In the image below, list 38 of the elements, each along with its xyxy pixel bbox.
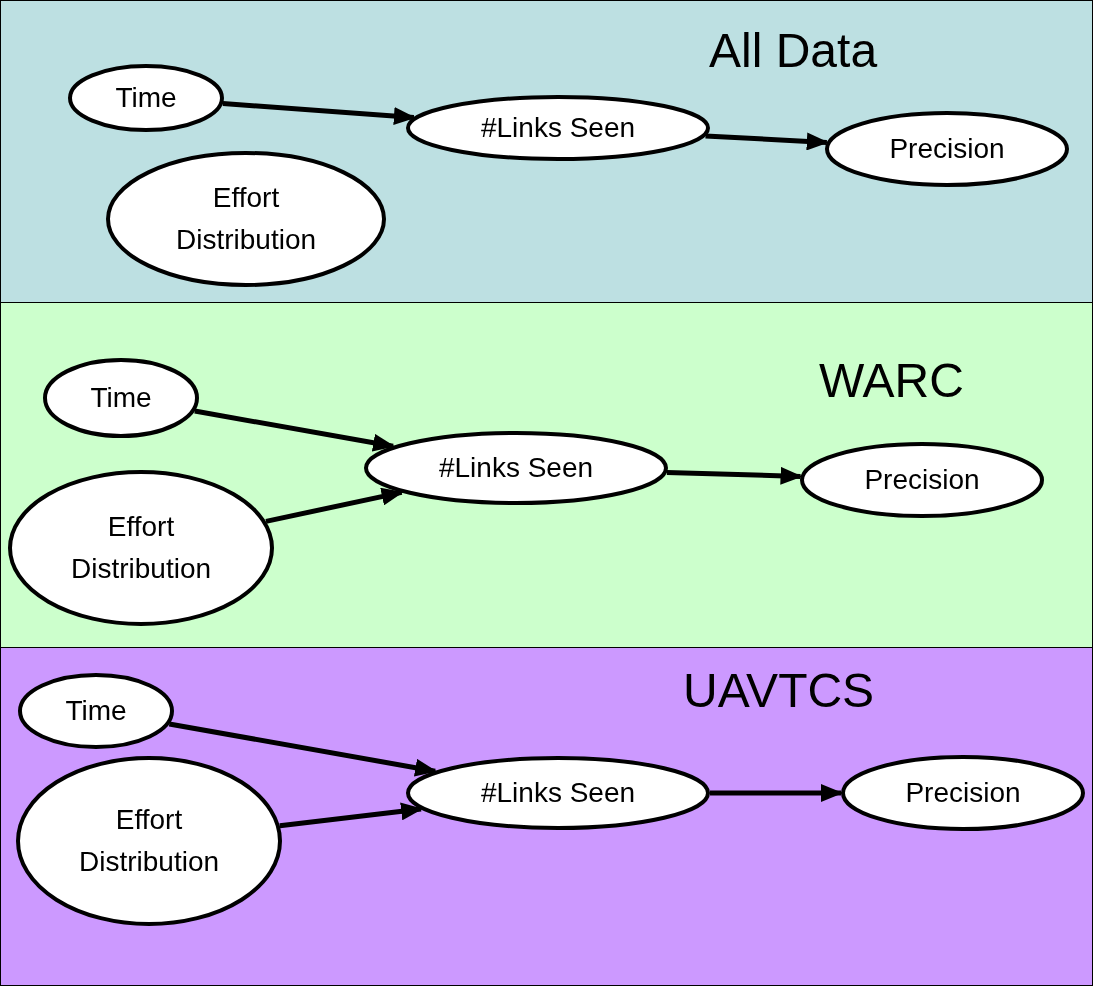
ellipse-node — [106, 151, 386, 287]
arrow — [194, 408, 396, 452]
arrow — [279, 802, 424, 829]
band-title: All Data — [709, 23, 878, 78]
node-label: Effort Distribution — [77, 803, 221, 879]
ellipse-node — [18, 673, 174, 749]
node-label: Time — [90, 381, 152, 415]
group-band — [0, 0, 1093, 303]
group-band — [0, 647, 1093, 986]
ellipse-node — [406, 95, 710, 161]
ellipse-node — [68, 64, 224, 132]
arrow — [710, 784, 843, 802]
band-title: WARC — [819, 353, 964, 408]
ellipse-node — [364, 431, 668, 505]
arrow — [265, 487, 404, 524]
arrow — [168, 721, 438, 777]
ellipse-node — [16, 756, 282, 926]
ellipse-node — [825, 111, 1069, 187]
node-label: #Links Seen — [480, 776, 636, 810]
node-label: Precision — [864, 463, 980, 497]
arrow — [222, 101, 416, 126]
node-label: Time — [65, 694, 127, 728]
ellipse-node — [8, 470, 274, 626]
arrow — [666, 466, 803, 485]
ellipse-node — [406, 756, 710, 830]
band-title: UAVTCS — [683, 663, 875, 718]
ellipse-node — [800, 442, 1044, 518]
ellipse-node — [43, 358, 199, 438]
node-label: #Links Seen — [480, 111, 636, 145]
node-label: Effort Distribution — [69, 510, 213, 586]
node-label: Effort Distribution — [174, 181, 318, 257]
node-label: #Links Seen — [438, 451, 594, 485]
group-band — [0, 302, 1093, 648]
ellipse-node — [841, 755, 1085, 831]
node-label: Precision — [889, 132, 1005, 166]
arrow — [705, 132, 829, 151]
node-label: Precision — [905, 776, 1021, 810]
node-label: Time — [115, 81, 177, 115]
